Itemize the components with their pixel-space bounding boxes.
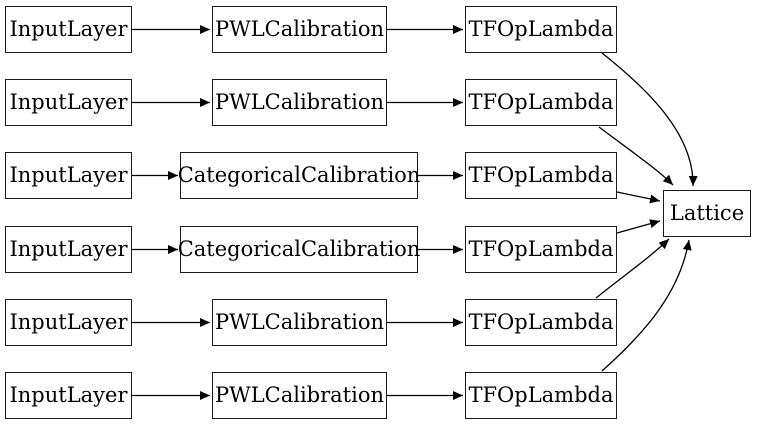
edge-lambda2-to-lattice — [598, 126, 674, 186]
node-label: TFOpLambda — [468, 310, 614, 334]
node-input-layer: InputLayer — [5, 152, 132, 199]
edge-lambda6-to-lattice — [601, 239, 692, 372]
node-label: PWLCalibration — [214, 90, 384, 114]
node-label: InputLayer — [9, 383, 128, 407]
node-label: TFOpLambda — [468, 383, 614, 407]
node-tf-op-lambda: TFOpLambda — [465, 79, 617, 126]
node-pwl-calibration: PWLCalibration — [212, 79, 387, 126]
node-tf-op-lambda: TFOpLambda — [465, 152, 617, 199]
node-label: InputLayer — [9, 163, 128, 187]
node-tf-op-lambda: TFOpLambda — [465, 299, 617, 346]
node-label: InputLayer — [9, 90, 128, 114]
edge-lambda4-to-lattice — [616, 219, 661, 234]
node-label: TFOpLambda — [468, 90, 614, 114]
node-pwl-calibration: PWLCalibration — [212, 6, 387, 53]
node-input-layer: InputLayer — [5, 299, 132, 346]
node-label: TFOpLambda — [468, 237, 614, 261]
node-label: PWLCalibration — [214, 310, 384, 334]
node-label: InputLayer — [9, 310, 128, 334]
node-categorical-calibration: CategoricalCalibration — [177, 152, 421, 199]
node-tf-op-lambda: TFOpLambda — [465, 226, 617, 273]
node-pwl-calibration: PWLCalibration — [212, 299, 387, 346]
node-label: TFOpLambda — [468, 163, 614, 187]
node-label: InputLayer — [9, 237, 128, 261]
node-categorical-calibration: CategoricalCalibration — [177, 226, 421, 273]
node-input-layer: InputLayer — [5, 79, 132, 126]
node-tf-op-lambda: TFOpLambda — [465, 372, 617, 419]
node-label: TFOpLambda — [468, 17, 614, 41]
node-tf-op-lambda: TFOpLambda — [465, 6, 617, 53]
node-pwl-calibration: PWLCalibration — [212, 372, 387, 419]
node-label: CategoricalCalibration — [177, 237, 421, 261]
node-input-layer: InputLayer — [5, 6, 132, 53]
node-label: PWLCalibration — [214, 383, 384, 407]
node-label: CategoricalCalibration — [177, 163, 421, 187]
node-label: Lattice — [669, 201, 745, 225]
node-label: PWLCalibration — [214, 17, 384, 41]
edge-lambda3-to-lattice — [616, 191, 661, 204]
node-label: InputLayer — [9, 17, 128, 41]
node-input-layer: InputLayer — [5, 372, 132, 419]
edge-lambda5-to-lattice — [595, 238, 670, 299]
node-lattice: Lattice — [663, 190, 751, 237]
edge-lambda1-to-lattice — [601, 52, 698, 187]
node-input-layer: InputLayer — [5, 226, 132, 273]
